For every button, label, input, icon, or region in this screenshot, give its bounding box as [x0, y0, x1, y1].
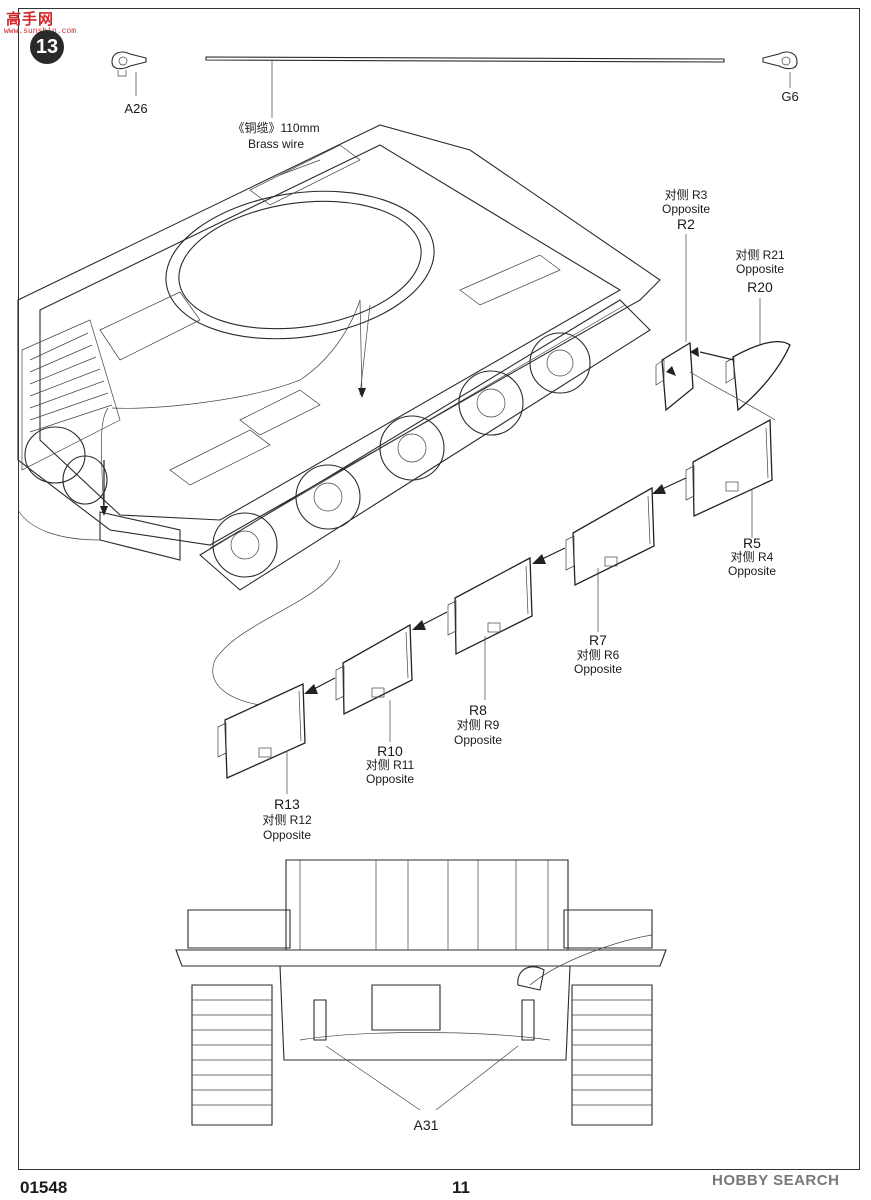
label-r8-opposite: Opposite — [453, 733, 503, 747]
label-wire-en: Brass wire — [247, 137, 305, 151]
page-number: 11 — [452, 1178, 470, 1197]
label-r2: R2 — [677, 216, 695, 232]
kit-number: 01548 — [20, 1178, 68, 1197]
skirt-panel-r5 — [685, 418, 773, 518]
brass-wire — [111, 51, 798, 118]
label-a26: A26 — [124, 101, 148, 116]
skirt-panel-r13 — [217, 682, 306, 779]
label-r7-opposite: Opposite — [573, 662, 623, 676]
fitting-g6 — [762, 51, 798, 70]
watermark-logo: 高手网 — [6, 11, 55, 28]
step-number-badge: 13 — [30, 30, 64, 64]
fitting-a26 — [111, 51, 147, 77]
skirt-panel-r10 — [335, 623, 413, 716]
label-r7-opp: 对侧 R6 — [576, 648, 620, 662]
skirt-panel-r8 — [447, 556, 533, 656]
label-r13-opposite: Opposite — [262, 828, 312, 842]
hobby-search-logo: HOBBY SEARCH — [712, 1172, 840, 1189]
label-r10-opp: 对侧 R11 — [365, 758, 415, 772]
tank-rear-view — [175, 859, 667, 1126]
skirt-panel-r7 — [565, 486, 655, 587]
label-r13: R13 — [274, 796, 300, 812]
label-r5: R5 — [743, 535, 761, 551]
label-r8-opp: 对侧 R9 — [456, 718, 500, 732]
label-r8: R8 — [469, 702, 487, 718]
label-r5-opposite: Opposite — [727, 564, 777, 578]
label-r7: R7 — [589, 632, 607, 648]
label-r5-opp: 对侧 R4 — [730, 550, 774, 564]
label-a31: A31 — [413, 1117, 439, 1133]
label-r20: R20 — [747, 279, 773, 295]
label-r10: R10 — [377, 743, 403, 759]
label-wire-cn: 《铜缆》110mm — [232, 121, 320, 135]
label-r20-opposite: Opposite — [735, 262, 785, 276]
label-g6: G6 — [781, 89, 799, 104]
part-r2 — [655, 341, 694, 412]
label-r2-opposite: Opposite — [661, 202, 711, 216]
label-r13-opp: 对侧 R12 — [262, 813, 312, 827]
tank-hull-iso — [17, 124, 661, 591]
label-r20-opp: 对侧 R21 — [735, 248, 785, 262]
page-frame — [18, 8, 860, 1170]
part-r20 — [725, 341, 791, 412]
label-r2-opp: 对侧 R3 — [664, 188, 708, 202]
label-r10-opposite: Opposite — [365, 772, 415, 786]
